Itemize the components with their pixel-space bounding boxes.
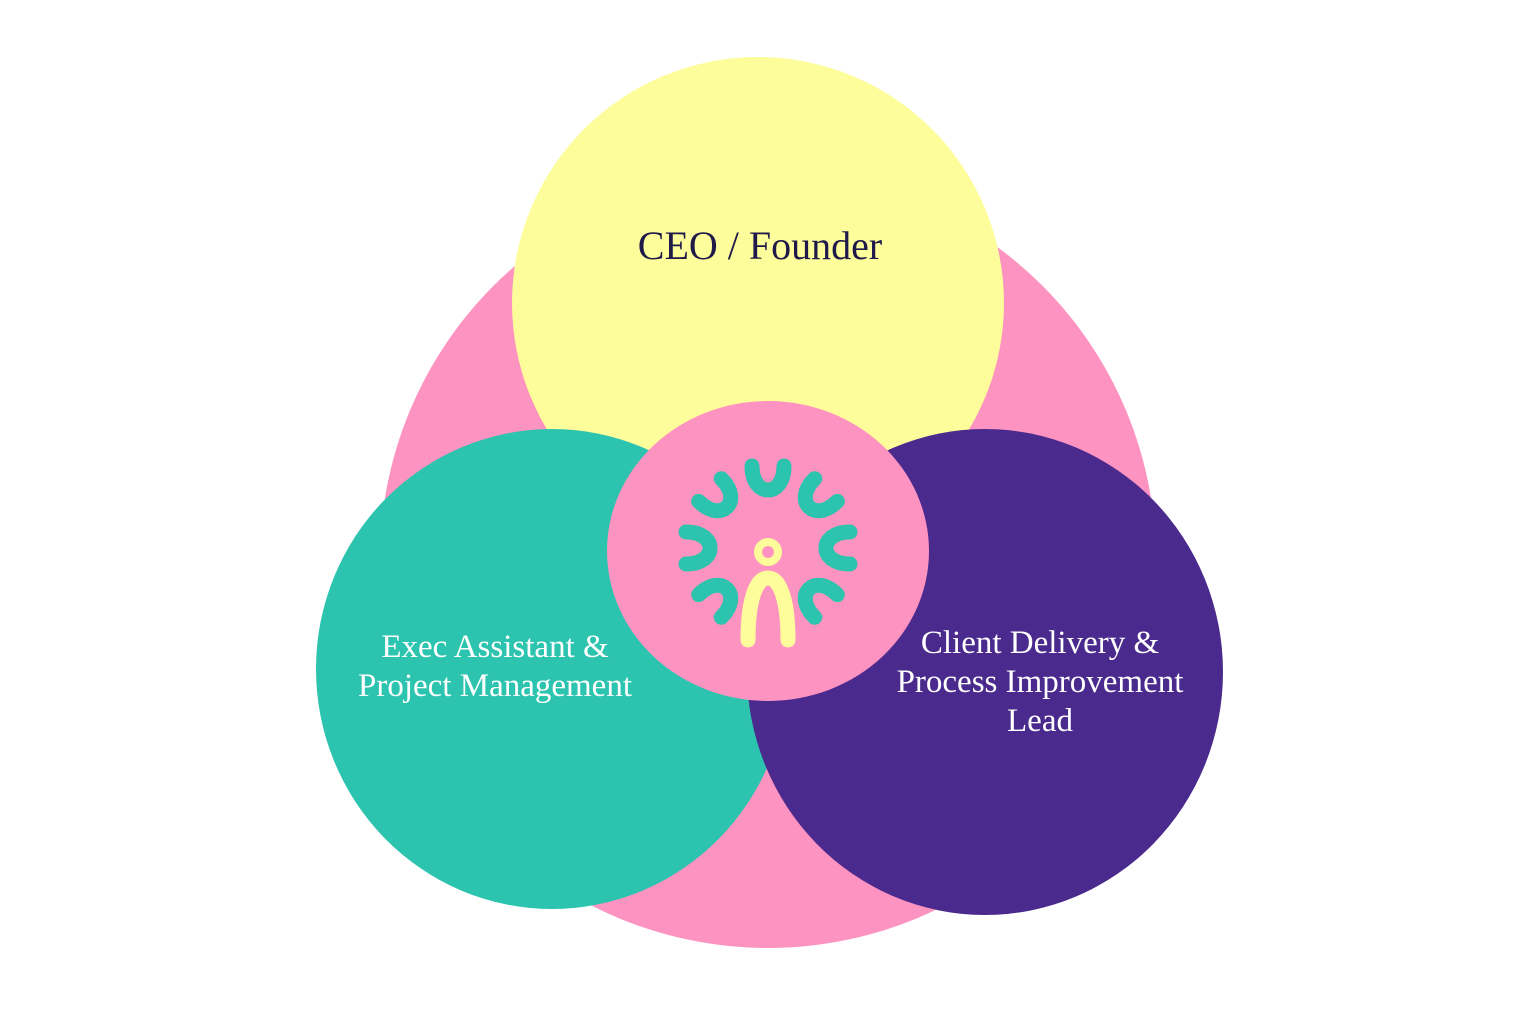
ceo-circle bbox=[512, 57, 1004, 549]
exec-assistant-label: Exec Assistant & Project Management bbox=[358, 629, 632, 704]
logo-arc-2 bbox=[797, 471, 845, 519]
logo-arc-3 bbox=[818, 524, 858, 572]
logo-arc-7 bbox=[691, 471, 739, 519]
ceo-founder-label: CEO / Founder bbox=[637, 223, 883, 268]
sunburst-person-logo-icon bbox=[678, 458, 858, 648]
logo-arc-6 bbox=[678, 524, 718, 572]
logo-arc-4 bbox=[797, 577, 845, 625]
logo-arc-1 bbox=[744, 458, 792, 498]
center-circle bbox=[607, 401, 929, 701]
client-delivery-label: Client Delivery & Process Improvement Le… bbox=[896, 625, 1184, 739]
logo-arc-5 bbox=[691, 577, 739, 625]
